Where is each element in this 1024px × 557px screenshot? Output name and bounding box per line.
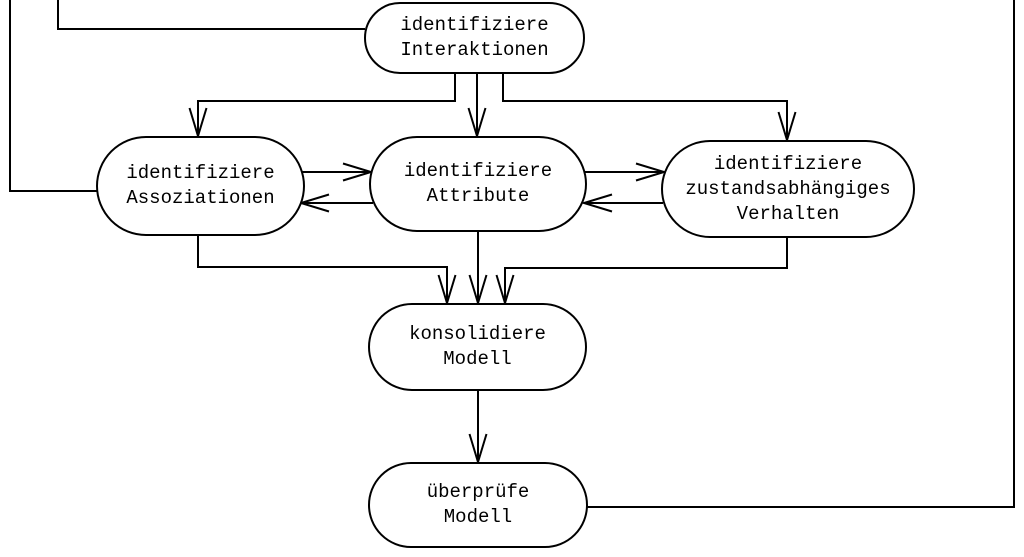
node-identifiziere-assoziationen: identifiziere Assoziationen xyxy=(96,136,305,236)
edge-assoziationen-to-attribute xyxy=(302,162,375,182)
edge-line xyxy=(9,0,97,192)
edge-assoziationen-to-konsolidiere xyxy=(197,234,457,307)
edge-verhalten-to-konsolidiere xyxy=(495,237,788,307)
node-identifiziere-attribute: identifiziere Attribute xyxy=(369,136,587,232)
edge-offscreen-to-interaktionen xyxy=(57,0,365,30)
edge-line xyxy=(197,234,448,303)
edge-attribute-to-verhalten xyxy=(585,162,668,182)
edge-verhalten-to-attribute xyxy=(580,193,663,213)
edge-line xyxy=(587,0,1015,508)
node-label: identifiziere Attribute xyxy=(403,160,553,207)
node-identifiziere-zustandsabhaengiges-verhalten: identifiziere zustandsabhängiges Verhalt… xyxy=(661,140,915,238)
node-label: identifiziere zustandsabhängiges Verhalt… xyxy=(685,152,891,225)
edge-interaktionen-to-assoziationen xyxy=(188,73,456,140)
edge-attribute-to-assoziationen xyxy=(297,193,373,213)
node-identifiziere-interaktionen: identifiziere Interaktionen xyxy=(364,2,585,74)
node-ueberpruefe-modell: überprüfe Modell xyxy=(368,462,588,548)
edge-line xyxy=(502,73,788,140)
node-label: konsolidiere Modell xyxy=(409,323,546,370)
edge-line xyxy=(57,0,365,30)
edge-interaktionen-to-verhalten xyxy=(502,73,797,144)
node-label: identifiziere Interaktionen xyxy=(400,14,549,61)
edge-interaktionen-to-attribute xyxy=(467,73,487,140)
edge-ueberpruefe-feedback-loop xyxy=(587,0,1015,508)
edge-offscreen-to-assoziationen xyxy=(9,0,97,192)
edge-konsolidiere-to-ueberpruefe xyxy=(468,390,488,466)
node-konsolidiere-modell: konsolidiere Modell xyxy=(368,303,587,391)
edge-line xyxy=(197,73,456,136)
node-label: überprüfe Modell xyxy=(426,481,530,528)
edge-arrowhead xyxy=(580,193,613,213)
node-label: identifiziere Assoziationen xyxy=(126,162,275,209)
edge-line xyxy=(504,237,788,303)
edge-attribute-to-konsolidiere xyxy=(468,231,488,307)
